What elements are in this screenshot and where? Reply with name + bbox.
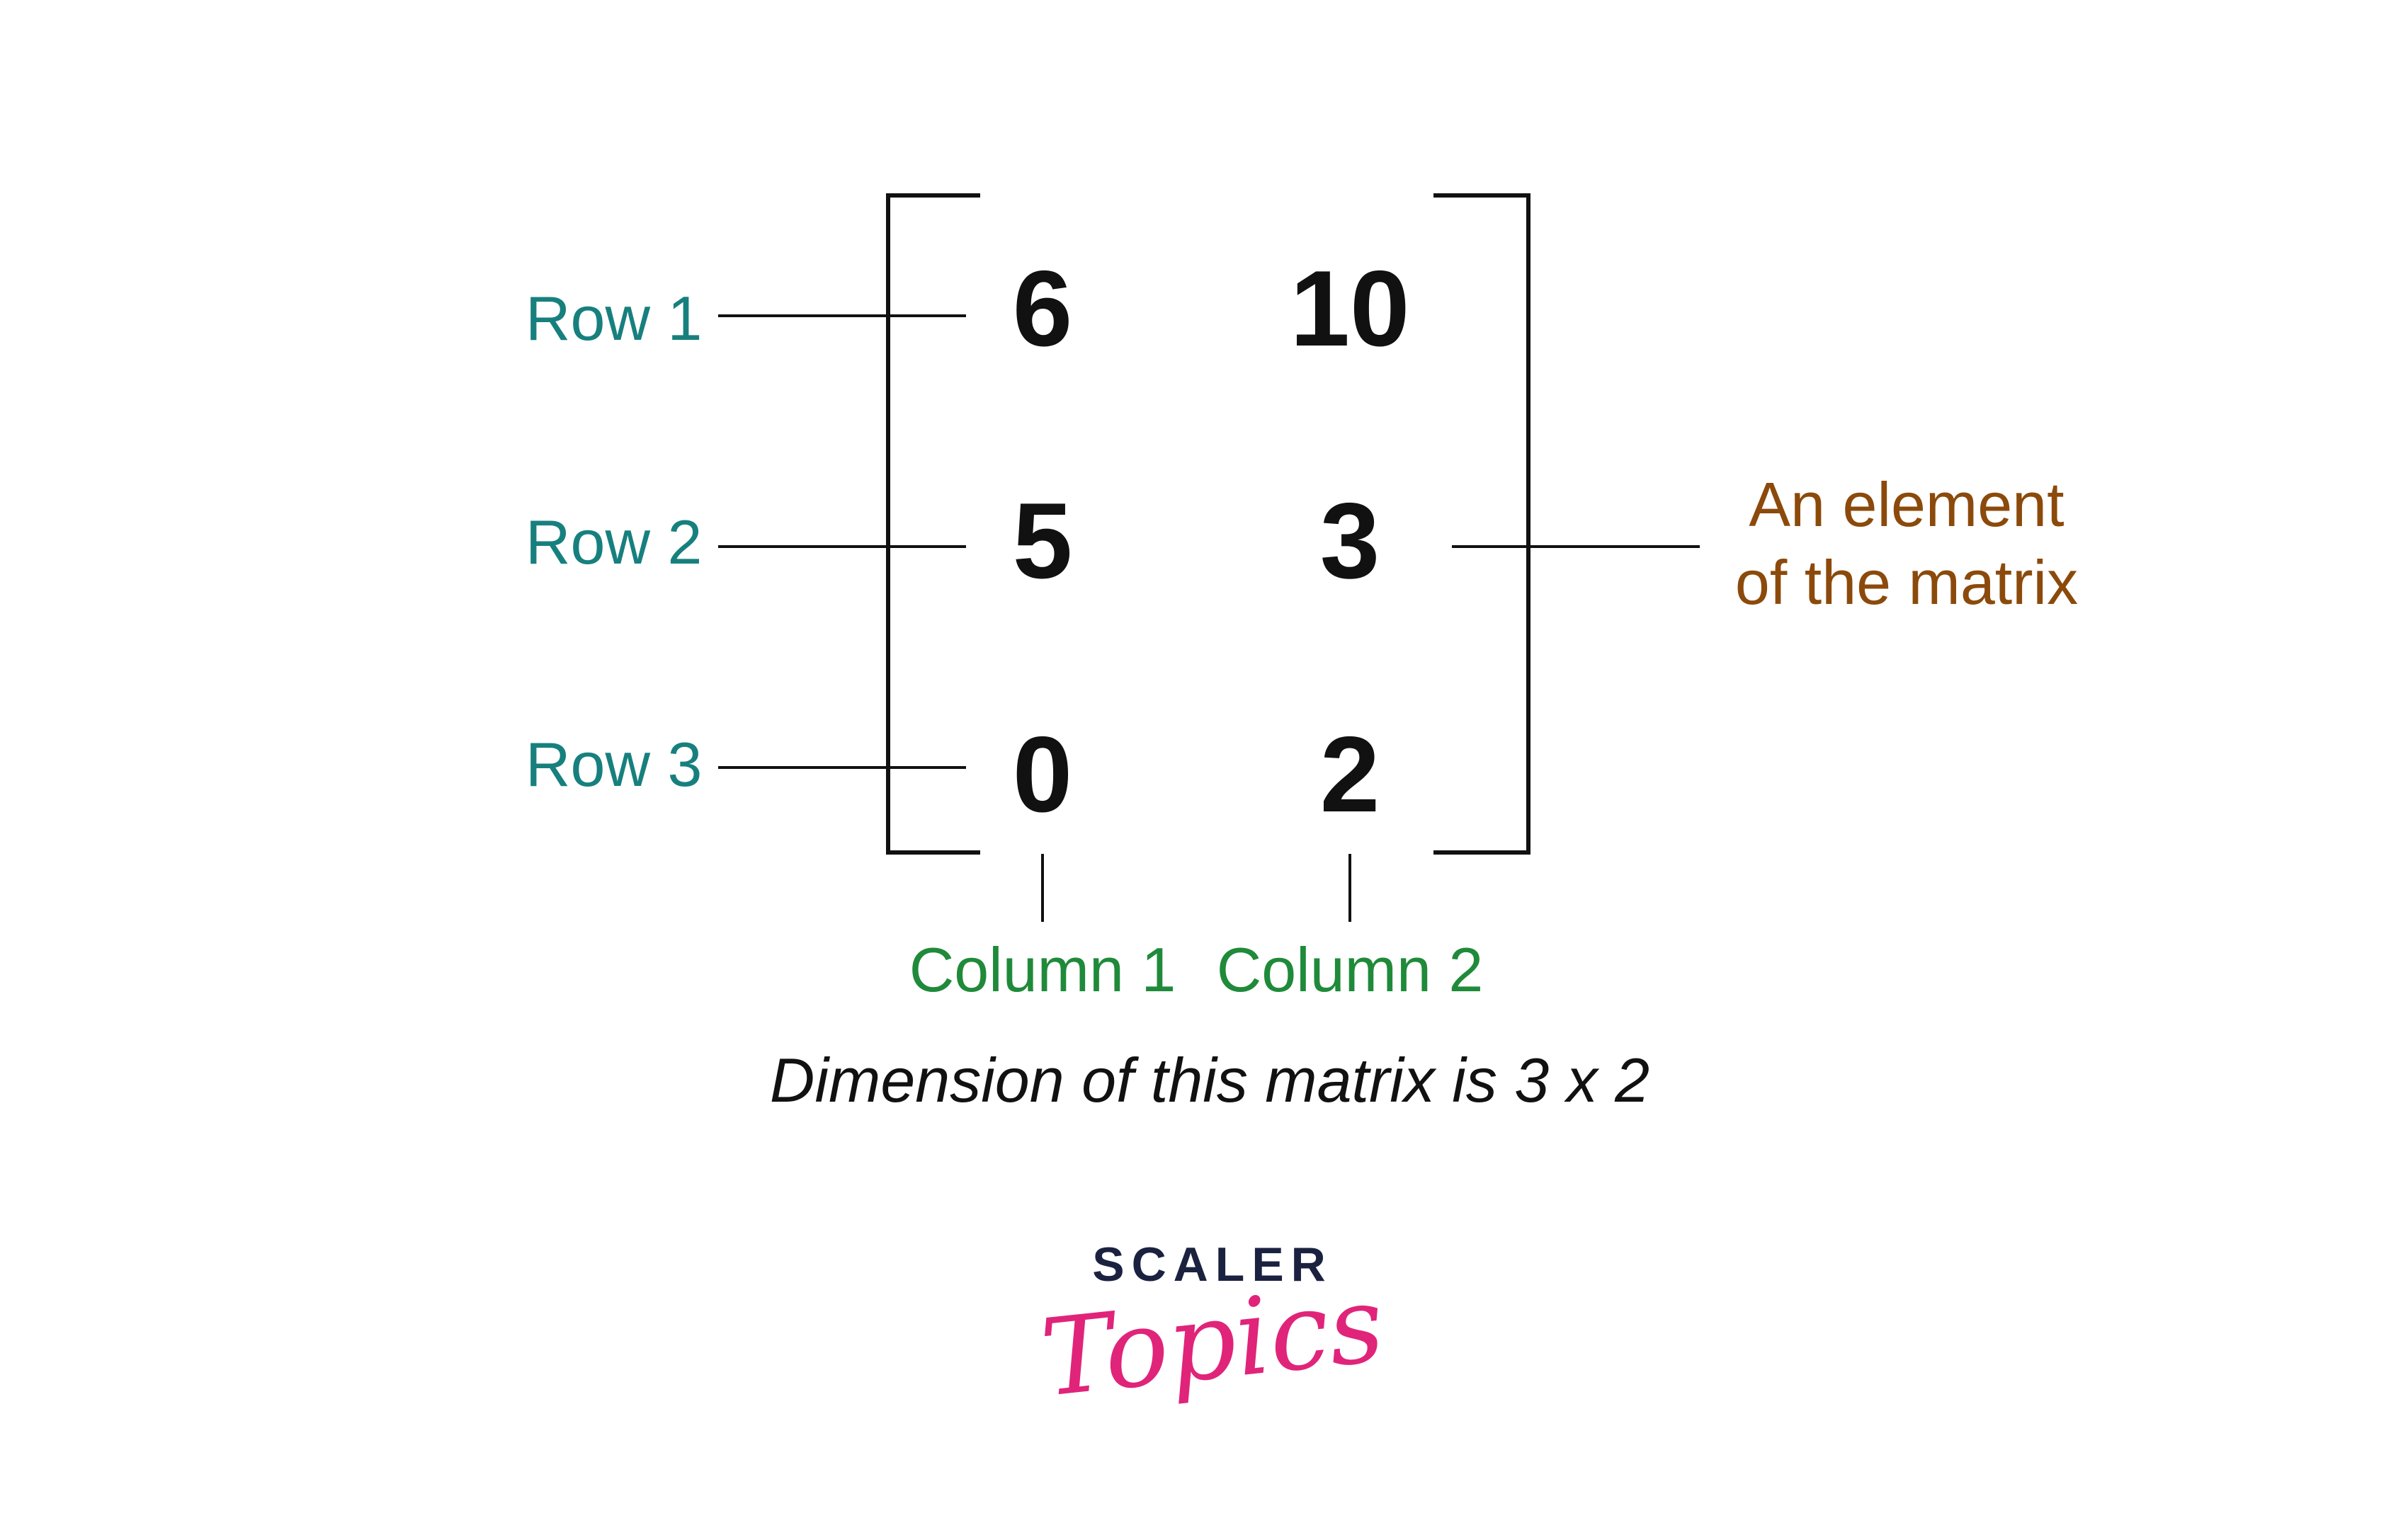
matrix-cell-r1-c2: 10 — [1290, 249, 1410, 369]
element-label-line-1: An element — [1749, 469, 2065, 540]
dimension-caption: Dimension of this matrix is 3 x 2 — [769, 1045, 1650, 1115]
matrix-cell-r3-c2: 2 — [1319, 714, 1380, 835]
left-bracket — [886, 193, 980, 855]
matrix-cell-r2-c1: 5 — [1012, 481, 1073, 601]
row-1-label: Row 1 — [526, 283, 703, 353]
element-label-line-2: of the matrix — [1734, 547, 2079, 617]
element-label: An element of the matrix — [1735, 466, 2078, 622]
column-1-label: Column 1 — [909, 935, 1176, 1005]
column-2-label: Column 2 — [1216, 935, 1484, 1005]
row-2-label: Row 2 — [526, 507, 703, 577]
right-bracket — [1433, 193, 1530, 855]
matrix-cell-r2-c2: 3 — [1319, 481, 1380, 601]
logo-wordmark: SCALER — [1092, 1238, 1333, 1291]
row-3-label: Row 3 — [526, 729, 703, 799]
matrix-cell-r3-c1: 0 — [1012, 714, 1073, 835]
matrix-cell-r1-c1: 6 — [1012, 249, 1073, 369]
